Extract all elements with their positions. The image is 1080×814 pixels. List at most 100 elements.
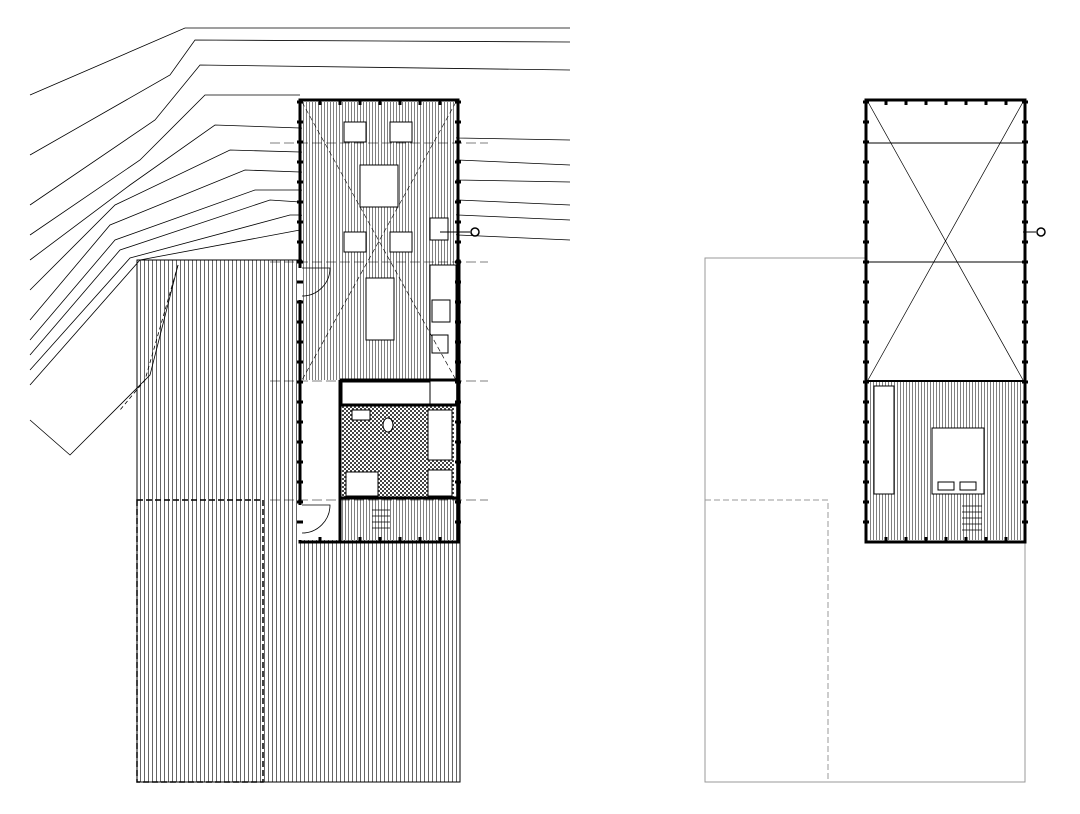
wall-post: [455, 120, 461, 124]
wall-posts: [863, 99, 1028, 543]
wall-post: [1022, 440, 1028, 444]
wall-post: [1004, 537, 1008, 543]
wall-post: [455, 240, 461, 244]
wall-post: [1022, 180, 1028, 184]
entry-floor: [342, 498, 456, 540]
sink: [351, 409, 371, 421]
armchair: [389, 231, 413, 253]
upper-floor-plan: [704, 98, 1046, 783]
wall-post: [297, 220, 303, 224]
roof-ridge-lines: [301, 101, 457, 381]
wall-post: [1022, 520, 1028, 524]
contour-line: [29, 27, 570, 96]
wall-post: [297, 380, 303, 384]
wall-post: [358, 537, 362, 543]
wall-post: [1022, 500, 1028, 504]
wall-post: [1022, 460, 1028, 464]
wall-post: [1022, 200, 1028, 204]
wall-post: [863, 320, 869, 324]
wall-post: [863, 520, 869, 524]
wall-post: [297, 120, 303, 124]
wall-post: [863, 360, 869, 364]
wall-post: [455, 520, 461, 524]
wall-post: [438, 537, 442, 543]
wall-post: [318, 99, 322, 105]
pillow: [959, 481, 977, 491]
storage: [427, 469, 453, 497]
wall-post: [358, 99, 362, 105]
wall-post: [455, 460, 461, 464]
wall-post: [863, 500, 869, 504]
wall-post: [297, 460, 303, 464]
wall-post: [1022, 380, 1028, 384]
entry-stairs: [372, 509, 390, 529]
wall-post: [1022, 140, 1028, 144]
wall-post: [455, 280, 461, 284]
wall-post: [1022, 120, 1028, 124]
wall-post: [455, 360, 461, 364]
wall-post: [418, 99, 422, 105]
wall-post: [297, 520, 303, 524]
wall-post: [1022, 320, 1028, 324]
wall-post: [964, 99, 968, 105]
kitchen-sink: [431, 334, 449, 354]
pillow: [937, 481, 955, 491]
wall-post: [1022, 240, 1028, 244]
wall-post: [863, 200, 869, 204]
wall-post: [863, 120, 869, 124]
wall-post: [904, 99, 908, 105]
wall-post: [455, 400, 461, 404]
wall-post: [297, 140, 303, 144]
wall-post: [863, 420, 869, 424]
wall-post: [455, 220, 461, 224]
armchair: [343, 231, 367, 253]
contour-line: [29, 189, 571, 341]
stove: [429, 217, 449, 241]
wall-post: [318, 537, 322, 543]
cooktop: [431, 299, 451, 323]
chimney-marker: [470, 227, 480, 237]
wall-post: [863, 380, 869, 384]
wall-post: [297, 160, 303, 164]
stair-floor: [868, 498, 1023, 540]
wall-post: [924, 537, 928, 543]
wall-post: [297, 320, 303, 324]
wall-post: [418, 537, 422, 543]
wall-post: [378, 537, 382, 543]
contour-line: [29, 169, 571, 321]
wall-post: [984, 537, 988, 543]
wall-post: [455, 300, 461, 304]
wall-post: [863, 260, 869, 264]
wall-post: [884, 537, 888, 543]
storage: [345, 471, 379, 497]
upper-stairs: [962, 505, 982, 531]
wall-posts: [297, 99, 461, 543]
wall-post: [297, 440, 303, 444]
dining-table: [365, 277, 395, 341]
wall-post: [863, 480, 869, 484]
wall-post: [455, 500, 461, 504]
wall-post: [1022, 100, 1028, 104]
wall-post: [1022, 420, 1028, 424]
wall-post: [297, 180, 303, 184]
armchair: [389, 121, 413, 143]
deck-dashed-outline: [704, 499, 829, 783]
wall-post: [455, 320, 461, 324]
wall-post: [297, 300, 303, 304]
wall-post: [338, 99, 342, 105]
wall-post: [1022, 160, 1028, 164]
wall-post: [863, 440, 869, 444]
wall-post: [297, 240, 303, 244]
wall-post: [297, 480, 303, 484]
wall-post: [924, 99, 928, 105]
wall-post: [1022, 360, 1028, 364]
wall-post: [297, 340, 303, 344]
wall-post: [884, 99, 888, 105]
ground-floor-plan: [29, 27, 571, 783]
wall-post: [1022, 260, 1028, 264]
wall-post: [944, 537, 948, 543]
bench: [341, 381, 431, 405]
wall-post: [863, 100, 869, 104]
wall-post: [297, 400, 303, 404]
